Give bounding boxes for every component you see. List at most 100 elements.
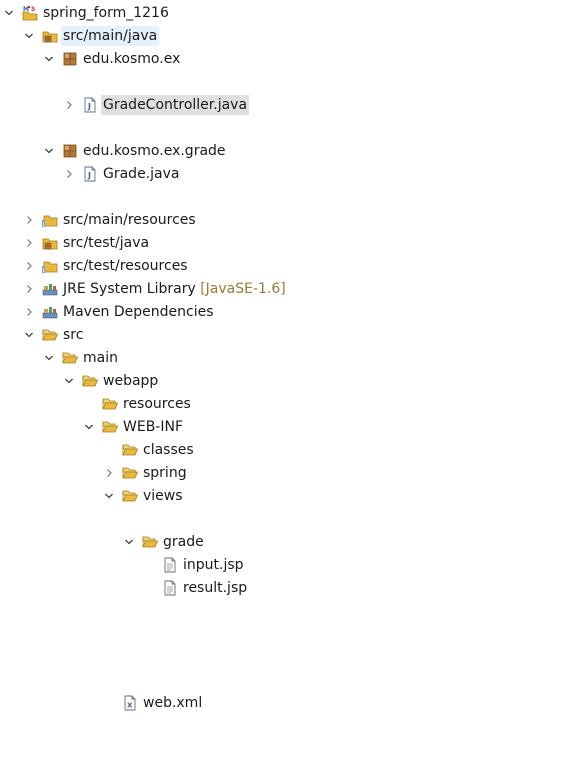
- tree-item-text: main: [83, 350, 118, 366]
- folder-open-icon: [122, 488, 138, 504]
- chevron-down-icon[interactable]: [84, 416, 96, 438]
- tree-item-label: web.xml: [141, 693, 204, 713]
- tree-item-src[interactable]: src: [0, 324, 579, 346]
- tree-item-text: src/test/resources: [63, 258, 188, 274]
- tree-item-input-jsp[interactable]: input.jsp: [0, 554, 579, 576]
- tree-item-text: JRE System Library: [63, 281, 196, 297]
- tree-item-text: edu.kosmo.ex: [83, 51, 181, 67]
- chevron-right-icon[interactable]: [104, 462, 116, 484]
- tree-item-text: classes: [143, 442, 194, 458]
- tree-item-label: input.jsp: [181, 555, 246, 575]
- tree-item-label: src: [61, 325, 85, 345]
- tree-item-label: edu.kosmo.ex: [81, 49, 182, 69]
- tree-item-maven-dependencies[interactable]: Maven Dependencies: [0, 301, 579, 323]
- tree-item-text: web.xml: [143, 695, 203, 711]
- chevron-right-icon[interactable]: [24, 232, 36, 254]
- tree-item-text: edu.kosmo.ex.grade: [83, 143, 226, 159]
- tree-item-src-test-java[interactable]: src/test/java: [0, 232, 579, 254]
- tree-item-text: Maven Dependencies: [63, 304, 214, 320]
- tree-item-edu-kosmo-ex-grade[interactable]: edu.kosmo.ex.grade: [0, 140, 579, 162]
- tree-item-src-main-java[interactable]: src/main/java: [0, 25, 579, 47]
- resource-folder-icon: 1: [42, 258, 58, 274]
- tree-item-gradecontroller-java[interactable]: J GradeController.java: [0, 94, 579, 116]
- tree-item-text: result.jsp: [183, 580, 248, 596]
- svg-text:S: S: [31, 6, 35, 13]
- tree-item-text: src: [63, 327, 84, 343]
- tree-item-spring[interactable]: spring: [0, 462, 579, 484]
- source-folder-icon: [42, 28, 58, 44]
- chevron-right-icon[interactable]: [24, 209, 36, 231]
- tree-item-label: webapp: [101, 371, 160, 391]
- chevron-down-icon[interactable]: [44, 347, 56, 369]
- tree-item-decoration: [JavaSE-1.6]: [200, 281, 286, 297]
- tree-item-main[interactable]: main: [0, 347, 579, 369]
- library-icon: [42, 281, 58, 297]
- tree-item-result-jsp[interactable]: result.jsp: [0, 577, 579, 599]
- folder-open-icon: [42, 327, 58, 343]
- chevron-right-icon[interactable]: [24, 301, 36, 323]
- package-icon: [62, 143, 78, 159]
- package-icon: [62, 51, 78, 67]
- tree-item-text: spring_form_1216: [43, 5, 169, 21]
- tree-item-text: grade: [163, 534, 204, 550]
- tree-item-label: spring: [141, 463, 189, 483]
- svg-text:1: 1: [42, 222, 45, 228]
- tree-item-text: src/test/java: [63, 235, 150, 251]
- tree-item-label: src/test/java: [61, 233, 151, 253]
- chevron-down-icon[interactable]: [44, 48, 56, 70]
- jsp-file-icon: [162, 580, 178, 596]
- tree-item-label: src/main/java: [61, 26, 160, 46]
- tree-item-text: input.jsp: [183, 557, 244, 573]
- folder-open-icon: [122, 442, 138, 458]
- tree-item-text: webapp: [103, 373, 159, 389]
- chevron-right-icon[interactable]: [64, 94, 76, 116]
- chevron-down-icon[interactable]: [4, 2, 16, 24]
- folder-open-icon: [102, 419, 118, 435]
- tree-item-text: src/main/java: [63, 28, 158, 44]
- tree-item-jre-system-library[interactable]: JRE System Library [JavaSE-1.6]: [0, 278, 579, 300]
- folder-open-icon: [82, 373, 98, 389]
- tree-item-grade-java[interactable]: J Grade.java: [0, 163, 579, 185]
- tree-item-webapp[interactable]: webapp: [0, 370, 579, 392]
- chevron-down-icon[interactable]: [44, 140, 56, 162]
- folder-open-icon: [102, 396, 118, 412]
- tree-item-label: src/test/resources: [61, 256, 190, 276]
- library-icon: [42, 304, 58, 320]
- jsp-file-icon: [162, 557, 178, 573]
- java-file-icon: J: [82, 166, 98, 182]
- tree-item-text: Grade.java: [103, 166, 180, 182]
- xml-file-icon: X: [122, 695, 138, 711]
- tree-item-label: GradeController.java: [101, 95, 250, 115]
- svg-text:J: J: [87, 102, 91, 111]
- chevron-right-icon[interactable]: [64, 163, 76, 185]
- tree-item-text: views: [143, 488, 183, 504]
- tree-item-text: resources: [123, 396, 191, 412]
- chevron-down-icon[interactable]: [64, 370, 76, 392]
- tree-item-label: main: [81, 348, 120, 368]
- java-file-icon: J: [82, 97, 98, 113]
- folder-open-icon: [62, 350, 78, 366]
- chevron-right-icon[interactable]: [24, 255, 36, 277]
- tree-item-edu-kosmo-ex[interactable]: edu.kosmo.ex: [0, 48, 579, 70]
- tree-item-resources[interactable]: resources: [0, 393, 579, 415]
- tree-item-web-inf[interactable]: WEB-INF: [0, 416, 579, 438]
- tree-item-views[interactable]: views: [0, 485, 579, 507]
- tree-item-label: Maven Dependencies: [61, 302, 216, 322]
- svg-text:1: 1: [42, 268, 45, 274]
- tree-item-classes[interactable]: classes: [0, 439, 579, 461]
- tree-item-src-test-resources[interactable]: 1 src/test/resources: [0, 255, 579, 277]
- tree-item-text: spring: [143, 465, 187, 481]
- tree-item-label: src/main/resources: [61, 210, 198, 230]
- chevron-right-icon[interactable]: [24, 278, 36, 300]
- tree-item-label: views: [141, 486, 185, 506]
- chevron-down-icon[interactable]: [124, 531, 136, 553]
- tree-item-src-main-resources[interactable]: 1 src/main/resources: [0, 209, 579, 231]
- chevron-down-icon[interactable]: [24, 25, 36, 47]
- chevron-down-icon[interactable]: [24, 324, 36, 346]
- chevron-down-icon[interactable]: [104, 485, 116, 507]
- tree-item-grade[interactable]: grade: [0, 531, 579, 553]
- tree-item-label: spring_form_1216: [41, 3, 171, 23]
